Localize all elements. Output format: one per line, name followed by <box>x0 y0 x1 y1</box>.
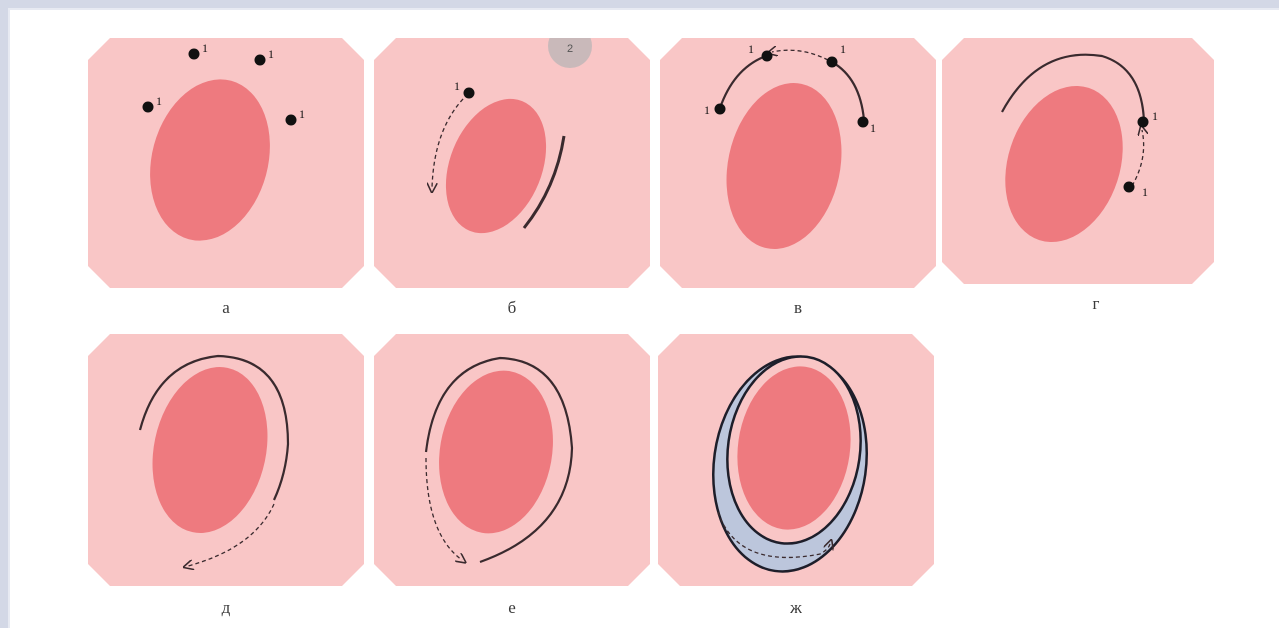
panel-e <box>374 334 650 586</box>
marker-label: 1 <box>704 103 710 117</box>
marker-point <box>189 49 200 60</box>
marker-point <box>715 104 726 115</box>
panel-a-figure: 1 1 1 1 <box>88 38 364 288</box>
panel-g: 1 1 <box>942 38 1214 284</box>
panel-d <box>88 334 364 586</box>
marker-label: 1 <box>299 107 305 121</box>
marker-point <box>858 117 869 128</box>
marker-label: 1 <box>202 41 208 55</box>
frame-left-inner <box>8 8 10 628</box>
marker-point <box>1138 117 1149 128</box>
marker-point <box>286 115 297 126</box>
panel-b-figure: 2 1 <box>374 38 650 288</box>
frame-top-inner <box>8 8 1279 10</box>
marker-label: 1 <box>156 94 162 108</box>
caption-zh: ж <box>766 598 826 618</box>
panel-g-figure: 1 1 <box>942 38 1214 284</box>
frame-left-border <box>0 0 8 628</box>
marker-point <box>762 51 773 62</box>
marker-point <box>464 88 475 99</box>
panel-v: 1 1 1 1 <box>660 38 936 288</box>
marker-label: 1 <box>1142 185 1148 199</box>
panel-b: 2 1 <box>374 38 650 288</box>
badge-label: 2 <box>567 43 573 55</box>
panel-a: 1 1 1 1 <box>88 38 364 288</box>
caption-a: а <box>196 298 256 318</box>
panel-d-figure <box>88 334 364 586</box>
frame-top-border <box>0 0 1279 8</box>
marker-point <box>255 55 266 66</box>
panel-zh <box>658 334 934 586</box>
caption-g: г <box>1066 294 1126 314</box>
caption-b: б <box>482 298 542 318</box>
caption-v: в <box>768 298 828 318</box>
marker-label: 1 <box>1152 109 1158 123</box>
marker-point <box>143 102 154 113</box>
marker-label: 1 <box>840 42 846 56</box>
caption-d: д <box>196 598 256 618</box>
panel-zh-figure <box>658 334 934 586</box>
marker-point <box>827 57 838 68</box>
panel-e-figure <box>374 334 650 586</box>
marker-label: 1 <box>454 79 460 93</box>
marker-label: 1 <box>748 42 754 56</box>
marker-point <box>1124 182 1135 193</box>
panel-v-figure: 1 1 1 1 <box>660 38 936 288</box>
marker-label: 1 <box>268 47 274 61</box>
caption-e: е <box>482 598 542 618</box>
marker-label: 1 <box>870 121 876 135</box>
